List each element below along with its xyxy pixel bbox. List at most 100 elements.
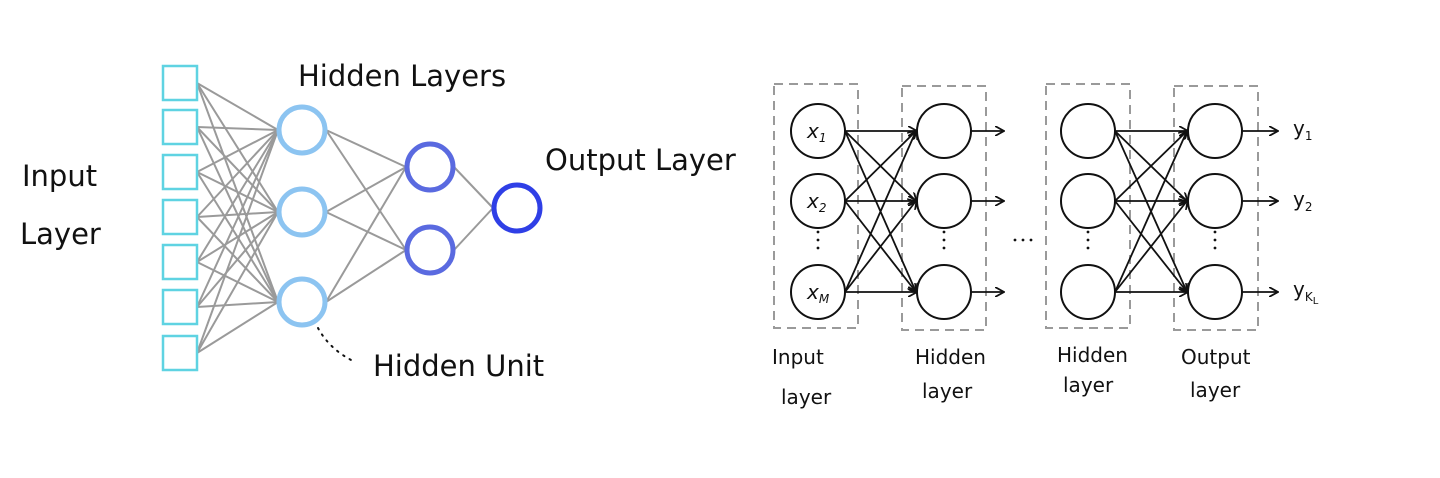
edge-hidden1-hidden2: [325, 129, 407, 168]
connection-arrow: [1114, 131, 1187, 202]
layer-caption-line1: Output: [1181, 345, 1251, 369]
vertical-ellipsis-dot: [1086, 230, 1090, 234]
vertical-ellipsis-dot: [1213, 246, 1217, 250]
neuron: [790, 173, 846, 229]
vertical-ellipsis-dot: [816, 246, 820, 250]
neuron: [1187, 103, 1243, 159]
input-unit: [161, 64, 199, 102]
input-layer-label-line1: Input: [22, 159, 97, 193]
edge-input-hidden1: [196, 211, 279, 308]
vertical-ellipsis-dot: [1213, 230, 1217, 234]
output-variable-label: yKL: [1293, 277, 1319, 307]
output-variable-subscript: K: [1305, 290, 1314, 304]
edge-input-hidden1: [196, 211, 279, 263]
neuron: [1187, 264, 1243, 320]
horizontal-ellipsis-dot: [1021, 238, 1025, 242]
edge-input-hidden1: [196, 129, 279, 218]
neuron: [916, 103, 972, 159]
right-network-boxes: [773, 83, 1259, 331]
edge-hidden1-hidden2: [325, 166, 407, 303]
input-unit: [161, 153, 199, 191]
edge-input-hidden1: [196, 129, 279, 354]
hidden-unit-layer1: [276, 104, 328, 156]
horizontal-ellipsis-dot: [1013, 238, 1017, 242]
output-variable-subsubscript: L: [1313, 296, 1319, 307]
neuron: [1060, 173, 1116, 229]
vertical-ellipsis-dot: [1086, 238, 1090, 242]
neuron: [790, 103, 846, 159]
edge-input-hidden1: [196, 82, 279, 213]
vertical-ellipsis-dot: [942, 238, 946, 242]
connection-arrow: [844, 201, 916, 293]
output-variable-label: y2: [1293, 187, 1312, 214]
layer-dashed-box: [901, 85, 987, 331]
left-network-nodes: [161, 64, 543, 372]
edge-hidden2-output: [453, 166, 494, 209]
left-network-edges: [196, 82, 494, 354]
hidden-unit-label: Hidden Unit: [373, 349, 544, 383]
vertical-ellipsis-dot: [816, 230, 820, 234]
vertical-ellipsis-dot: [942, 230, 946, 234]
neuron: [790, 264, 846, 320]
right-network-nodes: [790, 103, 1243, 320]
neuron: [916, 264, 972, 320]
edge-input-hidden1: [196, 82, 279, 131]
input-variable-subscript: M: [819, 292, 830, 306]
edge-input-hidden1: [196, 301, 279, 308]
layer-dashed-box: [773, 83, 859, 329]
input-unit: [161, 198, 199, 236]
input-unit: [161, 288, 199, 326]
vertical-ellipsis-dot: [1213, 238, 1217, 242]
input-unit: [161, 108, 199, 146]
output-layer-label: Output Layer: [545, 143, 736, 177]
right-network-labels: x1x2xMy1y2yKLInputlayerHiddenlayerHidden…: [772, 116, 1319, 409]
layer-caption-line1: Hidden: [915, 345, 986, 369]
hidden-unit-pointer: [317, 327, 356, 363]
horizontal-ellipsis-dot: [1029, 238, 1033, 242]
connection-arrow: [1114, 131, 1187, 293]
edge-hidden1-hidden2: [325, 211, 407, 251]
neuron: [916, 173, 972, 229]
input-variable-subscript: 1: [819, 131, 827, 145]
edge-hidden2-output: [453, 207, 494, 251]
layer-caption-line2: layer: [781, 385, 832, 409]
layer-caption-line2: layer: [922, 379, 973, 403]
edge-input-hidden1: [196, 126, 279, 131]
layer-caption-line1: Hidden: [1057, 343, 1128, 367]
connection-arrow: [844, 131, 916, 202]
input-unit: [161, 243, 199, 281]
hidden-unit-layer2: [404, 141, 456, 193]
hidden-layers-label: Hidden Layers: [298, 59, 506, 93]
neuron: [1060, 103, 1116, 159]
input-unit: [161, 334, 199, 372]
edge-input-hidden1: [196, 129, 279, 173]
edge-input-hidden1: [196, 126, 279, 213]
vertical-ellipsis-dot: [942, 246, 946, 250]
vertical-ellipsis-dot: [816, 238, 820, 242]
neuron: [1187, 173, 1243, 229]
edge-input-hidden1: [196, 129, 279, 263]
hidden-unit-layer1: [276, 186, 328, 238]
layer-dashed-box: [1045, 83, 1131, 329]
input-variable-subscript: 2: [819, 201, 827, 215]
neuron: [1060, 264, 1116, 320]
edge-input-hidden1: [196, 171, 279, 213]
vertical-ellipsis-dot: [1086, 246, 1090, 250]
layer-caption-line1: Input: [772, 345, 824, 369]
layer-dashed-box: [1173, 85, 1259, 331]
input-layer-label-line2: Layer: [20, 217, 101, 251]
edge-input-hidden1: [196, 301, 279, 354]
output-variable-subscript: 2: [1305, 200, 1313, 214]
layer-caption-line2: layer: [1190, 378, 1241, 402]
edge-input-hidden1: [196, 211, 279, 354]
right-network-edges: [844, 131, 1277, 293]
connection-arrow: [1114, 201, 1187, 293]
hidden-unit-layer2: [404, 224, 456, 276]
edge-hidden1-hidden2: [325, 166, 407, 213]
connection-arrow: [844, 131, 916, 293]
hidden-unit-layer1: [276, 276, 328, 328]
edge-input-hidden1: [196, 211, 279, 218]
edge-hidden1-hidden2: [325, 249, 407, 303]
